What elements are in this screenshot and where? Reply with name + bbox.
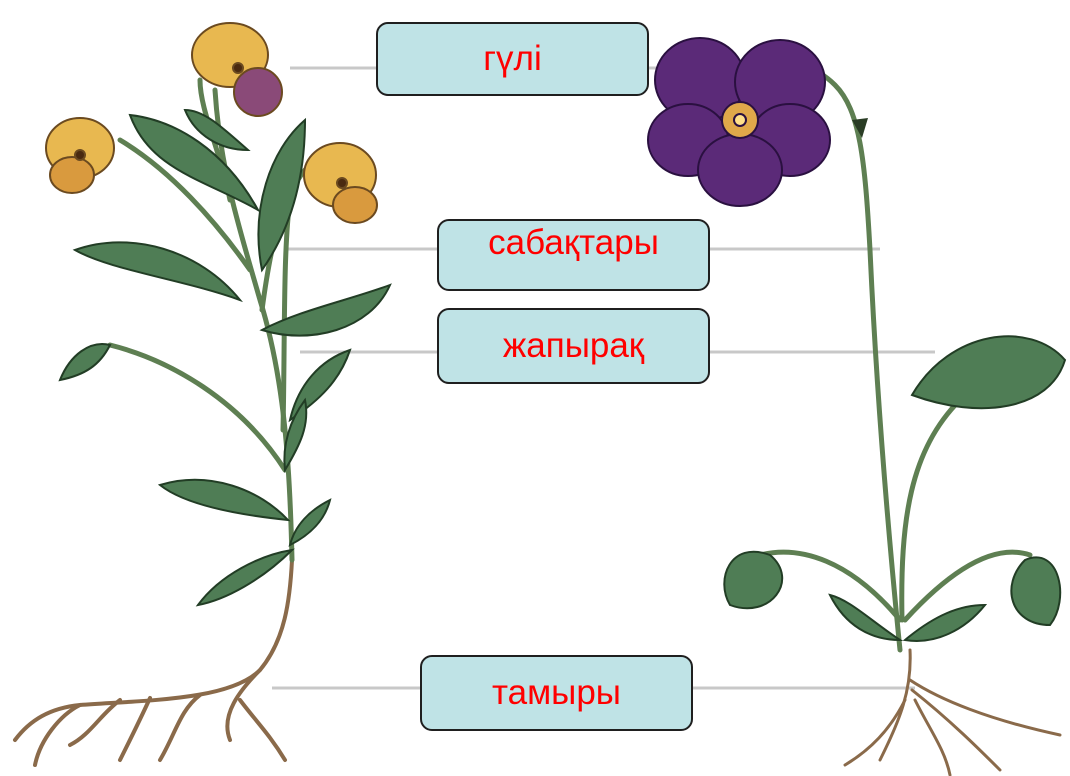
violet-flower: [647, 37, 831, 207]
label-root-text: тамыры: [492, 672, 621, 712]
pansy-flower-top: [191, 22, 283, 117]
pansy-flower-right: [303, 142, 378, 224]
pansy-flowers: [45, 22, 378, 224]
label-leaf[interactable]: жапырақ: [437, 308, 710, 384]
pansy-leaves: [58, 108, 392, 607]
label-stem-text: сабақтары: [488, 223, 659, 262]
violet-stem-arrow: [852, 118, 868, 138]
violet-roots: [843, 648, 1062, 776]
label-flower[interactable]: гүлі: [376, 22, 649, 96]
label-root[interactable]: тамыры: [420, 655, 693, 731]
label-flower-text: гүлі: [483, 38, 542, 78]
leader-lines: [272, 66, 935, 690]
pansy-roots: [13, 558, 294, 767]
violet-plant-illustration: [647, 37, 1067, 776]
pansy-flower-left: [45, 117, 115, 194]
label-stem[interactable]: сабақтары: [437, 219, 710, 291]
label-leaf-text: жапырақ: [502, 325, 645, 365]
pansy-plant-illustration: [13, 22, 392, 767]
violet-leaves: [723, 335, 1067, 642]
